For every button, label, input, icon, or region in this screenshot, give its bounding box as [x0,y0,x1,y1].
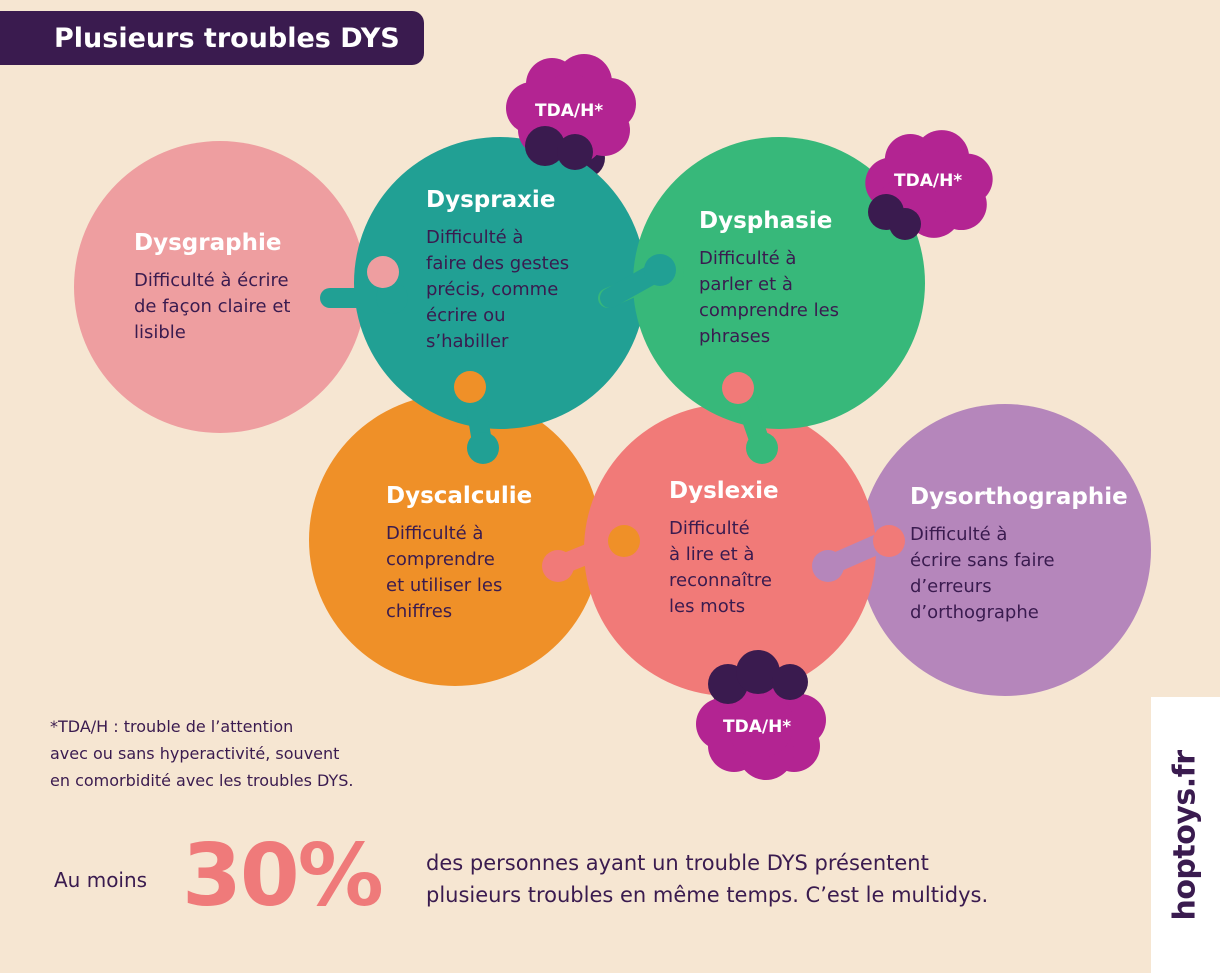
footnote: *TDA/H : trouble de l’attention avec ou … [50,713,353,794]
tdah-label-top: TDA/H* [535,101,604,121]
tdah-bottom-shadow [772,664,808,700]
stat-description: des personnes ayant un trouble DYS prése… [426,847,988,911]
stat-prefix: Au moins [54,868,148,892]
desc-line: d’orthographe [910,602,1039,623]
desc-line: lisible [134,322,186,343]
dysphasie-dyslexie-knob [746,432,778,464]
dysphasie-title: Dysphasie [699,208,833,234]
brand-logo: hoptoys.fr [1151,697,1220,973]
desc-line: faire des gestes [426,253,570,274]
stat-line: plusieurs troubles en même temps. C’est … [426,883,989,907]
brand-text: hoptoys.fr [1168,749,1203,921]
dysgraphie-circle [74,141,366,433]
desc-line: s’habiller [426,331,509,352]
dyscalculie-title: Dyscalculie [386,483,533,509]
desc-line: reconnaître [669,570,772,591]
footnote-line: *TDA/H : trouble de l’attention [50,717,294,736]
dysphasie-circle [633,137,925,429]
dyscalculie-card: Dyscalculie Difficulté à comprendre et u… [386,483,532,625]
tdah-right-cloud-lobe [894,149,962,217]
dysgraphie-dyspraxie-knob [376,282,408,314]
desc-line: Difficulté [669,518,750,539]
desc-line: écrire ou [426,305,506,326]
dyspraxie-card: Dyspraxie Difficulté à faire des gestes … [426,187,569,355]
desc-line: Difficulté à écrire [134,270,289,291]
dyspraxie-dyscalculie-knob [467,432,499,464]
desc-line: écrire sans faire [910,550,1055,571]
dysphasie-description: Difficulté à parler et à comprendre les … [699,246,839,350]
tdah-label-right: TDA/H* [894,171,963,191]
dysgraphie-tab-knob [367,256,399,288]
desc-line: Difficulté à [386,523,484,544]
page-title: Plusieurs troubles DYS [54,22,400,54]
dysgraphie-card: Dysgraphie Difficulté à écrire de façon … [134,230,291,346]
dyslexie-title: Dyslexie [669,478,779,504]
desc-line: comprendre les [699,300,840,321]
dyslexie-knob2-knob [873,525,905,557]
dyslexie-dysorthographie-knob [812,550,844,582]
dysphasie-card: Dysphasie Difficulté à parler et à compr… [699,208,839,350]
dyspraxie-tab-knob [644,254,676,286]
desc-line: et utiliser les [386,575,503,596]
dysorthographie-card: Dysorthographie Difficulté à écrire sans… [910,484,1128,626]
dysorthographie-circle [859,404,1151,696]
desc-line: parler et à [699,274,793,295]
dyscalculie-tab-knob [454,371,486,403]
dyslexie-description: Difficulté à lire et à reconnaître les m… [669,516,779,620]
dyscalculie-knob2-knob [608,525,640,557]
dyscalculie-dyslexie-knob [542,550,574,582]
tdah-top-cloud-lobe [536,74,604,142]
dyspraxie-description: Difficulté à faire des gestes précis, co… [426,225,569,355]
dyslexie-card: Dyslexie Difficulté à lire et à reconnaî… [669,478,779,620]
dysgraphie-description: Difficulté à écrire de façon claire et l… [134,268,291,346]
desc-line: à lire et à [669,544,755,565]
dyscalculie-description: Difficulté à comprendre et utiliser les … [386,521,532,625]
dyspraxie-title: Dyspraxie [426,187,556,213]
tdah-right-shadow [889,208,921,240]
dyslexie-circle [584,404,876,696]
desc-line: phrases [699,326,771,347]
desc-line: comprendre [386,549,495,570]
dysorthographie-title: Dysorthographie [910,484,1128,510]
desc-line: les mots [669,596,746,617]
tdah-top-shadow [525,126,565,166]
footnote-line: avec ou sans hyperactivité, souvent [50,744,340,763]
brand-panel [1151,697,1220,973]
desc-line: Difficulté à [910,524,1008,545]
stat-percentage: 30% [182,826,384,926]
desc-line: Difficulté à [699,248,797,269]
footnote-line: en comorbidité avec les troubles DYS. [50,771,354,790]
desc-line: de façon claire et [134,296,291,317]
stat-line: des personnes ayant un trouble DYS prése… [426,851,929,875]
dysgraphie-title: Dysgraphie [134,230,282,256]
tdah-bottom-cloud-lobe [726,690,794,758]
desc-line: Difficulté à [426,227,524,248]
tdah-top-shadow [557,134,593,170]
desc-line: chiffres [386,601,453,622]
desc-line: d’erreurs [910,576,992,597]
dyspraxie-circle [354,137,646,429]
dyscalculie-circle [309,394,601,686]
tdah-bottom-shadow [736,650,780,694]
desc-line: précis, comme [426,279,559,300]
title-banner: Plusieurs troubles DYS [0,11,424,65]
dysorthographie-description: Difficulté à écrire sans faire d’erreurs… [910,522,1128,626]
tdah-label-bottom: TDA/H* [723,717,792,737]
dyslexie-tab-knob [722,372,754,404]
